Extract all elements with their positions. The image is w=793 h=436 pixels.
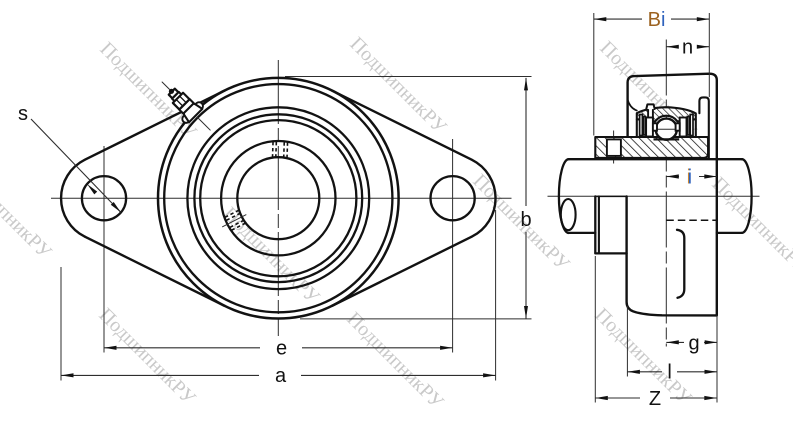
svg-text:Bi: Bi bbox=[648, 9, 666, 31]
svg-text:b: b bbox=[520, 209, 531, 231]
svg-text:e: e bbox=[276, 338, 287, 360]
svg-text:l: l bbox=[667, 362, 671, 384]
svg-text:i: i bbox=[688, 166, 692, 188]
svg-text:i: i bbox=[687, 166, 691, 188]
svg-text:g: g bbox=[688, 332, 699, 354]
svg-text:s: s bbox=[18, 103, 28, 125]
svg-text:Z: Z bbox=[649, 388, 661, 410]
svg-text:n: n bbox=[682, 37, 693, 59]
svg-text:a: a bbox=[275, 365, 287, 387]
